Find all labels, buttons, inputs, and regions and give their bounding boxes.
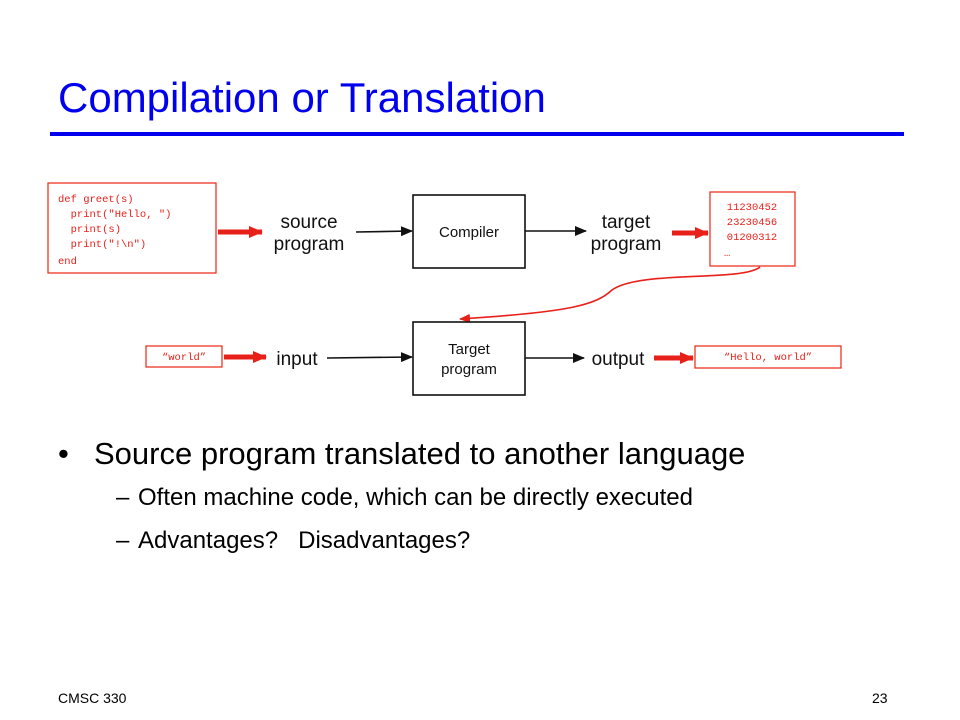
dash-marker: – <box>116 527 130 554</box>
compiler-box <box>412 194 526 269</box>
machine-code-line: 01200312 <box>727 232 777 244</box>
target-program-label: program <box>591 234 662 255</box>
bullet-item: • Source program translated to another la… <box>58 432 745 476</box>
machine-code-line: 11230452 <box>727 202 777 214</box>
sub-bullet-text: Often machine code, which can be directl… <box>138 484 693 511</box>
source-code-box <box>47 182 217 274</box>
target-program-box <box>412 321 526 396</box>
source-code-line: print(s) <box>58 224 121 236</box>
source-program-label: source <box>280 212 337 233</box>
source-program-label: program <box>274 234 345 255</box>
title-underline <box>50 132 904 136</box>
source-code-line: print("Hello, ") <box>58 209 171 221</box>
source-code-line: end <box>58 256 77 268</box>
bullet-dot: • <box>58 436 69 471</box>
sub-bullet-text: Advantages? Disadvantages? <box>138 527 471 554</box>
to-compiler-arrow <box>355 226 413 237</box>
target-program-box-label: program <box>441 361 497 378</box>
course-footer: CMSC 330 <box>58 690 127 706</box>
bullet-text: Source program translated to another lan… <box>94 436 746 471</box>
sub-bullet-item: –Often machine code, which can be direct… <box>58 476 745 519</box>
target-program-box-label: Target <box>448 341 491 358</box>
target-program-label: target <box>602 212 651 233</box>
sub-bullet-item: –Advantages? Disadvantages? <box>58 519 745 562</box>
machine-code-box <box>709 191 796 267</box>
output-label: output <box>592 349 646 370</box>
page-number: 23 <box>872 690 888 706</box>
output-value: “Hello, world” <box>724 352 812 364</box>
red-curved-arrow <box>459 266 761 323</box>
slide-title: Compilation or Translation <box>58 74 546 121</box>
compiler-label: Compiler <box>439 224 499 241</box>
input-label: input <box>276 349 318 370</box>
bullet-list: • Source program translated to another la… <box>58 432 745 562</box>
machine-code-line: … <box>724 248 730 260</box>
dash-marker: – <box>116 484 130 511</box>
machine-code-line: 23230456 <box>727 217 777 229</box>
output-value-box <box>694 345 842 369</box>
input-value: “world” <box>162 352 206 364</box>
to-target-program-arrow <box>326 352 413 363</box>
source-code-line: print("!\n") <box>58 239 146 251</box>
source-code-line: def greet(s) <box>58 194 134 206</box>
input-value-box <box>145 345 223 368</box>
